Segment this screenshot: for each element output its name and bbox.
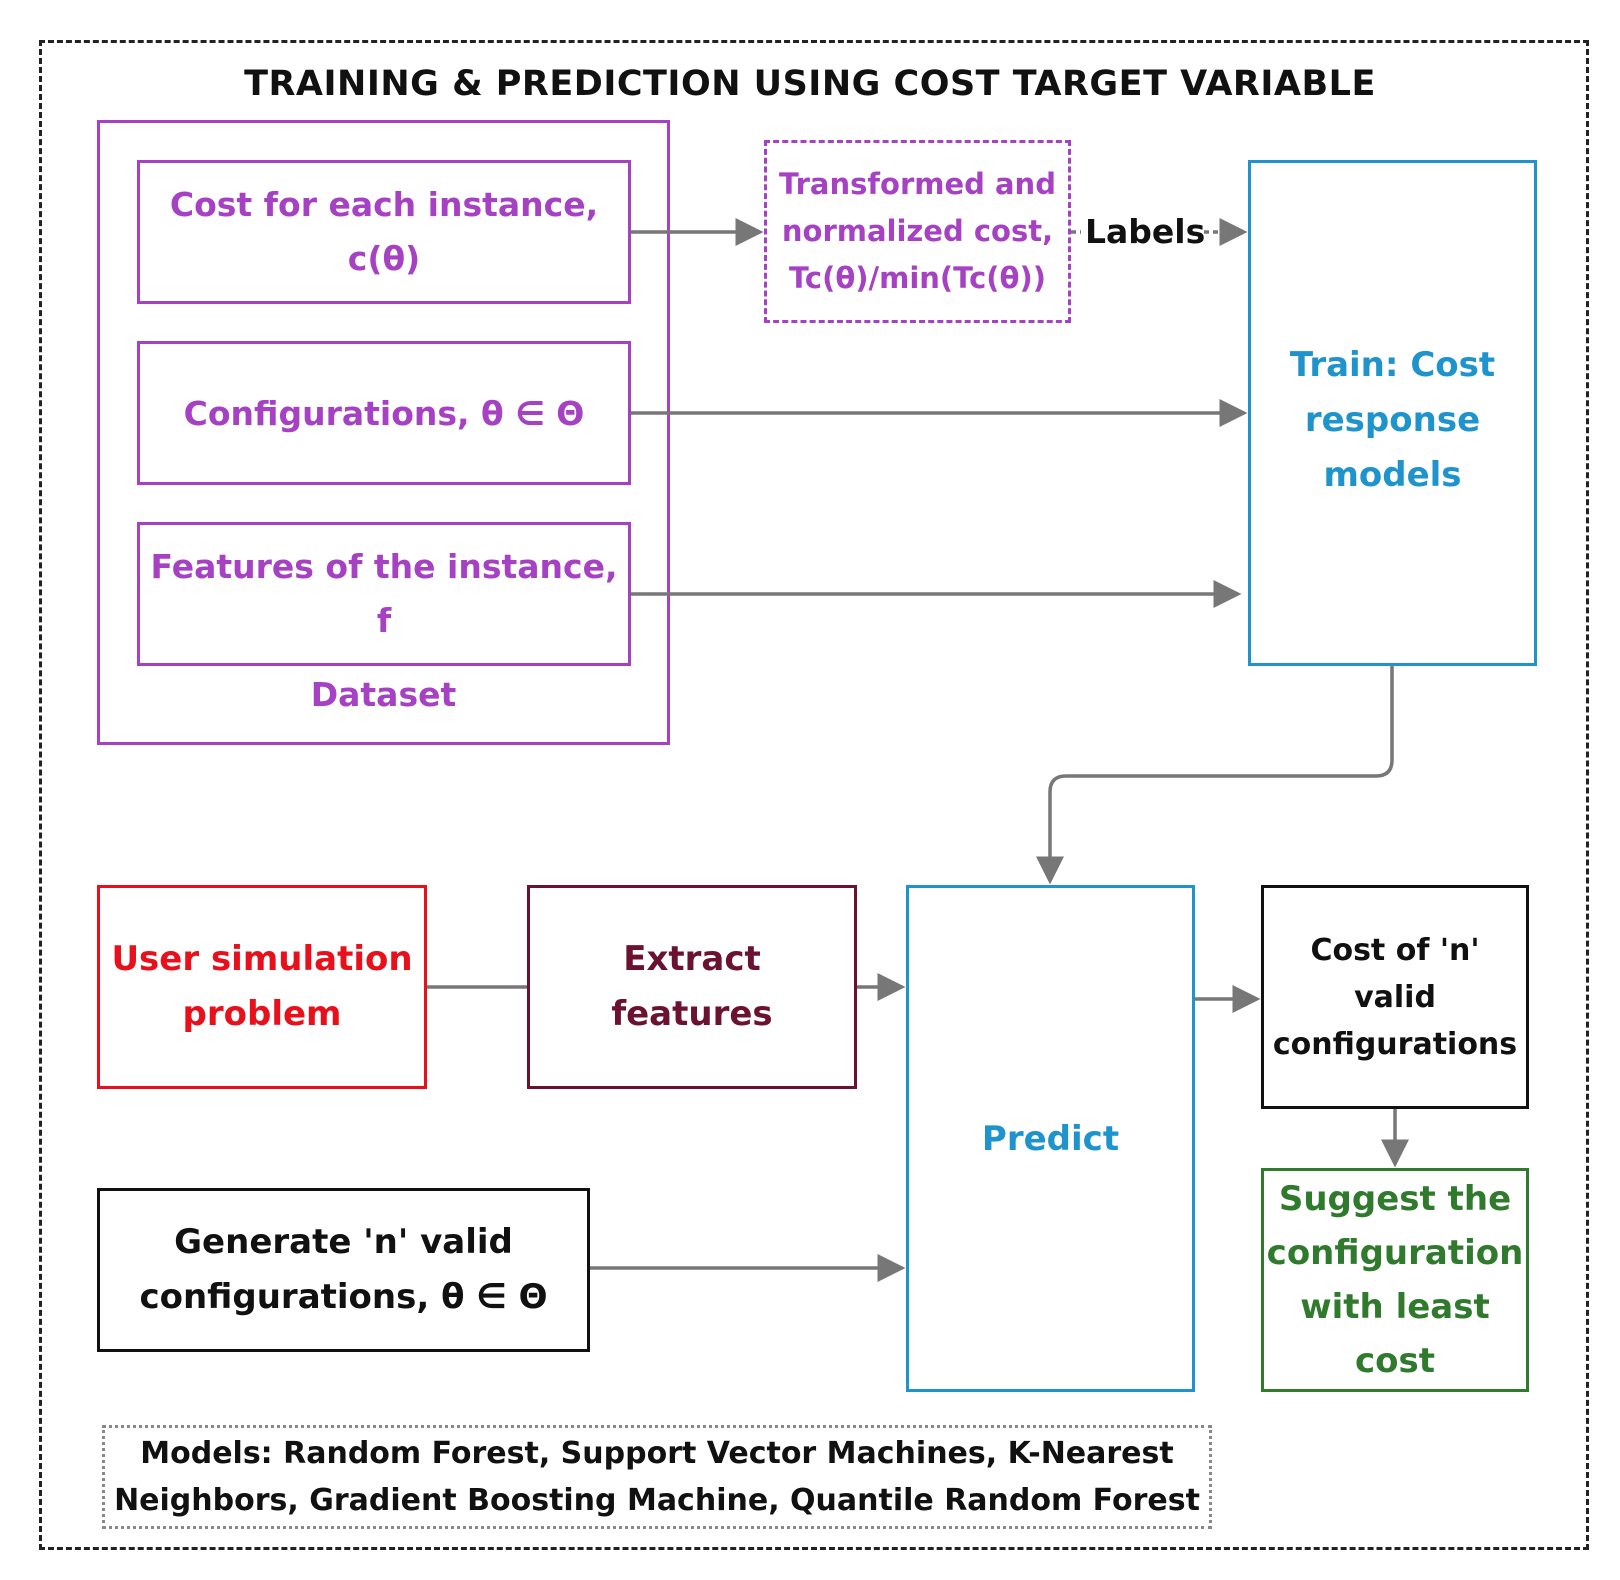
dataset-label: Dataset (310, 675, 457, 714)
extract-features-box: Extract features (527, 885, 857, 1089)
instance-features-box: Features of the instance, f (137, 522, 631, 666)
train-line1: Train: Cost (1289, 345, 1496, 385)
cost-of-n-line1: Cost of 'n' (1310, 932, 1480, 968)
train-models-box: Train: Cost response models (1248, 160, 1537, 666)
models-line2: Neighbors, Gradient Boosting Machine, Qu… (114, 1483, 1200, 1518)
suggest-line3: with least (1300, 1287, 1490, 1327)
labels-text: Labels (1085, 212, 1206, 251)
instance-features-line1: Features of the instance, (150, 547, 618, 586)
extract-line1: Extract (623, 939, 761, 979)
suggest-line2: configuration (1266, 1233, 1524, 1273)
generate-configs-box: Generate 'n' valid configurations, θ ∈ Θ (97, 1188, 590, 1352)
user-problem-line2: problem (182, 994, 342, 1034)
cost-of-n-line3: configurations (1272, 1026, 1518, 1062)
cost-of-n-box: Cost of 'n' valid configurations (1261, 885, 1529, 1109)
transformed-cost-line2: normalized cost, (781, 214, 1054, 248)
suggest-line4: cost (1354, 1341, 1435, 1381)
cost-of-n-line2: valid (1354, 979, 1436, 1015)
transformed-cost-box: Transformed and normalized cost, Tc(θ)/m… (764, 140, 1071, 323)
configurations-box: Configurations, θ ∈ Θ (137, 341, 631, 485)
suggest-line1: Suggest the (1278, 1179, 1512, 1219)
cost-per-instance-line2: c(θ) (347, 239, 421, 278)
user-problem-box: User simulation problem (97, 885, 427, 1089)
cost-per-instance-box: Cost for each instance, c(θ) (137, 160, 631, 304)
configurations-label: Configurations, θ ∈ Θ (183, 393, 585, 433)
predict-label: Predict (981, 1118, 1120, 1159)
outer-dashed-frame (39, 40, 1589, 1550)
extract-line2: features (611, 994, 773, 1034)
suggest-config-box: Suggest the configuration with least cos… (1261, 1168, 1529, 1392)
diagram-title: TRAINING & PREDICTION USING COST TARGET … (244, 64, 1376, 104)
predict-box: Predict (906, 885, 1195, 1392)
train-line3: models (1323, 455, 1462, 495)
transformed-cost-line1: Transformed and (779, 167, 1056, 201)
models-note-box: Models: Random Forest, Support Vector Ma… (102, 1425, 1212, 1529)
generate-line2: configurations, θ ∈ Θ (139, 1277, 548, 1317)
models-line1: Models: Random Forest, Support Vector Ma… (140, 1436, 1174, 1471)
user-problem-line1: User simulation (111, 939, 413, 979)
instance-features-line2: f (376, 601, 392, 640)
transformed-cost-line3: Tc(θ)/min(Tc(θ)) (788, 261, 1046, 295)
train-line2: response (1304, 400, 1481, 440)
cost-per-instance-line1: Cost for each instance, (169, 185, 599, 224)
generate-line1: Generate 'n' valid (174, 1222, 513, 1262)
dataset-container (97, 120, 670, 745)
arrow-train-to-predict (1036, 666, 1394, 885)
